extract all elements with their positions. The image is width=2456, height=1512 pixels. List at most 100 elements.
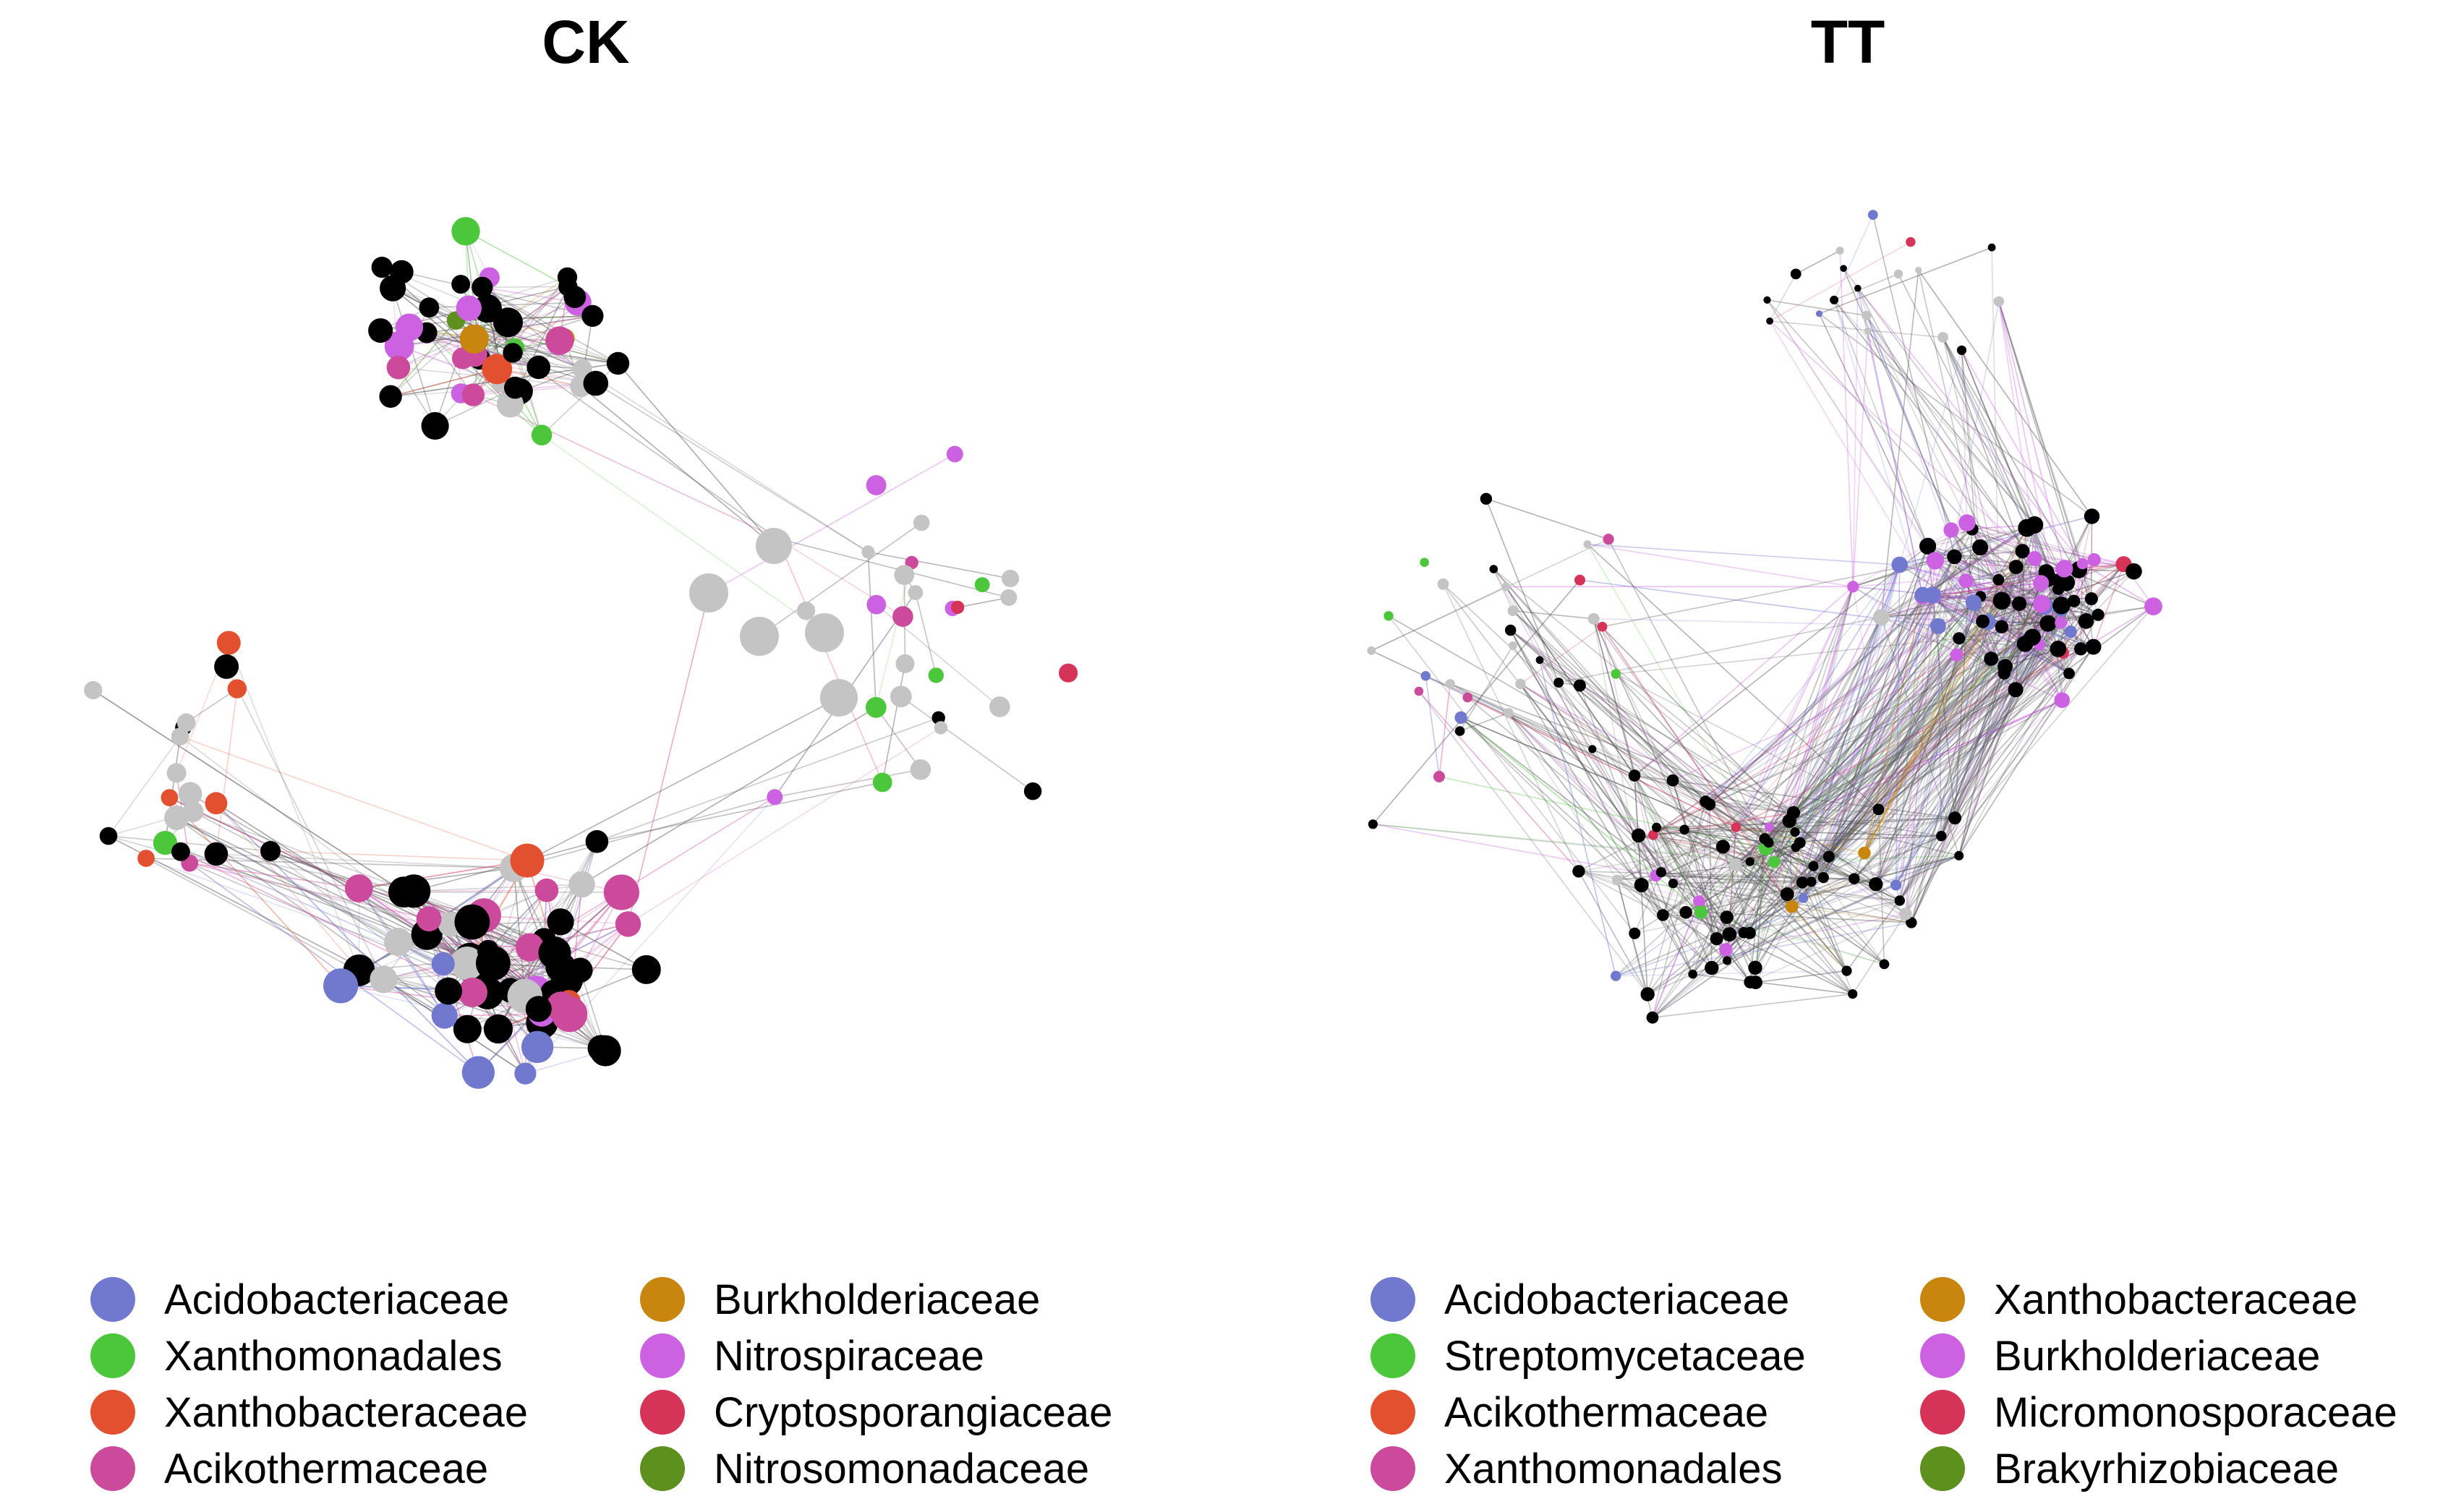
network-node xyxy=(1632,828,1646,843)
network-node xyxy=(756,528,792,564)
network-edge xyxy=(1460,717,1663,916)
network-edge xyxy=(1864,638,1960,853)
network-edge xyxy=(1794,586,1854,832)
network-node xyxy=(525,996,552,1022)
network-edge xyxy=(1802,882,1848,971)
network-edge xyxy=(1991,652,2063,659)
network-edge xyxy=(1672,597,1936,884)
network-edge xyxy=(1810,605,2046,882)
network-edge xyxy=(1638,834,1829,858)
network-edge xyxy=(1875,522,1968,884)
network-edge xyxy=(875,562,913,708)
network-edge xyxy=(1700,881,1812,913)
network-edge xyxy=(1875,672,2070,885)
network-edge xyxy=(1656,827,1796,833)
network-node xyxy=(568,871,595,898)
network-edge xyxy=(1922,582,2042,597)
network-edge xyxy=(1895,636,2034,886)
network-edge xyxy=(1802,626,2003,899)
network-edge xyxy=(1726,913,1906,951)
legend-label: Nitrosomonadaceae xyxy=(714,1445,1090,1492)
network-edge xyxy=(1788,623,2049,821)
network-edge xyxy=(1418,691,1648,995)
network-edge xyxy=(1655,827,1756,968)
network-edge xyxy=(1898,273,2059,589)
network-edge xyxy=(1788,605,2062,821)
network-edge xyxy=(2001,550,2024,602)
network-node xyxy=(928,667,945,683)
network-edge xyxy=(1662,864,1736,916)
network-edge xyxy=(1966,522,2134,572)
network-edge xyxy=(1672,780,1766,850)
legend-item: Micromonosporaceae xyxy=(1920,1387,2456,1438)
network-edge xyxy=(1899,835,1942,901)
network-node xyxy=(386,356,411,380)
network-edge xyxy=(1819,313,2092,517)
network-edge xyxy=(777,538,883,783)
network-edge xyxy=(472,394,778,539)
network-edge xyxy=(1587,544,1775,863)
network-node xyxy=(865,696,887,718)
network-node xyxy=(1947,549,1962,565)
network-node xyxy=(796,601,816,620)
network-edge xyxy=(1652,808,1880,1018)
network-edge xyxy=(1911,579,2000,923)
network-edge xyxy=(1922,594,2070,675)
network-edge xyxy=(1828,621,1989,858)
network-edge xyxy=(1660,871,1900,902)
network-node xyxy=(2084,508,2100,524)
network-edge xyxy=(1754,897,1804,983)
legend-color-dot xyxy=(90,1390,135,1435)
network-node xyxy=(538,936,571,970)
network-edge xyxy=(1795,831,1942,837)
network-edge xyxy=(1852,913,1906,995)
network-edge xyxy=(581,706,877,885)
network-edge xyxy=(1656,817,1956,829)
network-edge xyxy=(1822,654,1958,879)
network-edge xyxy=(1578,871,1824,879)
network-edge xyxy=(2005,648,2059,667)
network-edge xyxy=(1927,545,2042,605)
network-edge xyxy=(875,706,921,770)
legend-color-dot xyxy=(640,1446,685,1491)
network-edge xyxy=(2081,563,2094,647)
network-node xyxy=(2055,560,2073,578)
network-edge xyxy=(359,860,528,889)
network-node xyxy=(482,354,513,385)
network-edge xyxy=(1449,683,1635,777)
network-edge xyxy=(560,921,647,970)
legend-color-dot xyxy=(1920,1446,1965,1491)
network-node xyxy=(526,355,550,380)
network-node xyxy=(557,267,578,287)
network-edge xyxy=(1587,543,1900,565)
network-node xyxy=(1958,514,1976,531)
network-node xyxy=(1867,210,1878,220)
network-node xyxy=(1768,856,1781,868)
network-node xyxy=(820,679,858,717)
network-edge xyxy=(617,362,775,547)
network-node xyxy=(1926,552,1944,570)
network-edge xyxy=(1935,560,2016,568)
network-edge xyxy=(1655,875,1803,884)
network-edge xyxy=(1764,689,2016,840)
network-edge xyxy=(1373,824,1750,863)
legend-item: Burkholderiaceae xyxy=(1920,1331,2456,1381)
network-node xyxy=(1806,876,1817,887)
network-edge xyxy=(1766,299,1973,530)
network-edge xyxy=(1880,616,2005,674)
network-edge xyxy=(1726,847,1796,961)
network-edge xyxy=(1773,600,2003,863)
network-edge xyxy=(189,862,480,987)
network-node xyxy=(908,585,924,600)
network-edge xyxy=(474,276,568,340)
ck-network-nodes xyxy=(84,217,1078,1089)
network-edge xyxy=(1864,620,2087,854)
network-edge xyxy=(1459,712,1509,732)
network-node xyxy=(227,679,247,699)
network-edge xyxy=(397,941,445,1016)
network-edge xyxy=(1905,658,1992,915)
legend-color-dot xyxy=(90,1277,135,1322)
network-edge xyxy=(1828,560,1936,857)
network-edge xyxy=(1726,847,1796,918)
network-edge xyxy=(1705,594,1933,803)
